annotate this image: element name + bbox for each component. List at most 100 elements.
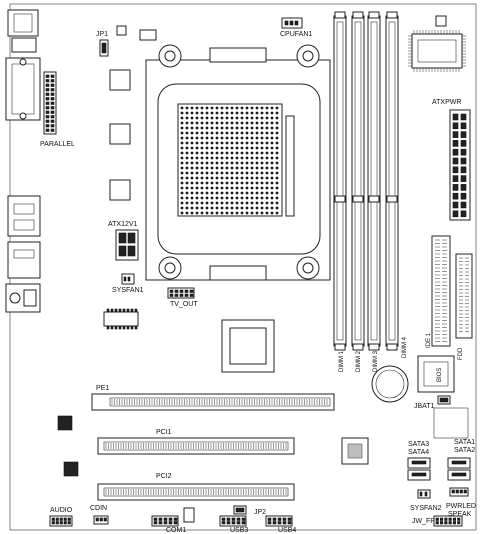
socket-pin [210,146,214,150]
usb3-pin [221,517,226,521]
socket-pin [195,161,199,165]
parallel-header-pin [45,74,50,78]
parallel-header-pin [45,110,50,114]
socket-pin [205,196,209,200]
audio-pin [51,521,55,525]
socket-pin [205,181,209,185]
square-component [109,69,131,91]
socket-pin [260,156,264,160]
dimm-slot-4 [385,15,399,347]
socket-pin [225,121,229,125]
atx-power-pin [452,166,459,174]
jwfp-pin [444,521,448,525]
socket-pin [235,111,239,115]
socket-pin [205,206,209,210]
socket-pin [190,111,194,115]
socket-pin [240,106,244,110]
parallel-header-pin [50,97,55,101]
atx-power-pin [460,148,467,156]
com1-pin [158,517,163,521]
usb3-label: USB3 [230,527,248,534]
socket-pin [185,166,189,170]
socket-pin [180,131,184,135]
socket-pin [190,161,194,165]
socket-pin [265,141,269,145]
socket-pin [180,191,184,195]
socket-pin [190,181,194,185]
socket-pin [260,151,264,155]
socket-pin [270,176,274,180]
socket-pin [250,196,254,200]
socket-pin [205,116,209,120]
socket-pin [210,116,214,120]
socket-pin [200,186,204,190]
dimm-latch [334,11,346,19]
socket-pin [245,161,249,165]
socket-pin [230,141,234,145]
sata3-label: SATA3 [408,441,429,448]
socket-pin [210,186,214,190]
sata-pin [411,472,427,477]
usb4-pin [287,521,292,525]
socket-pin [230,206,234,210]
socket-pin [190,121,194,125]
socket-pin [220,121,224,125]
parallel-port-screw [19,58,27,66]
socket-pin [225,211,229,215]
usb4-pin [272,521,277,525]
parallel-header-pin [45,101,50,105]
dimm-latch [386,11,398,19]
socket-pin [210,111,214,115]
socket-pin [200,206,204,210]
socket-pin [195,111,199,115]
socket-pin [265,151,269,155]
socket-pin [245,111,249,115]
socket-pin [260,186,264,190]
socket-pin [225,111,229,115]
socket-pin [245,201,249,205]
speak-label: SPEAK [448,511,472,518]
socket-pin [195,106,199,110]
socket-pin [180,176,184,180]
socket-pin [255,176,259,180]
sata1-label: SATA1 [454,439,475,446]
socket-pin [180,206,184,210]
socket-pin [205,171,209,175]
socket-pin [185,106,189,110]
socket-pin [180,186,184,190]
com1-pin [163,521,168,525]
atx-power-pin [460,157,467,165]
socket-pin [190,206,194,210]
socket-pin [265,146,269,150]
socket-pin [275,126,279,130]
socket-pin [200,121,204,125]
com1-pin [163,517,168,521]
pcie-slot-pe1 [91,393,335,411]
socket-pin [225,176,229,180]
socket-pin [260,181,264,185]
socket-pin [255,191,259,195]
usb-stack-inner [13,249,35,259]
socket-pin [260,176,264,180]
com1-pin [168,521,173,525]
socket-pin [185,156,189,160]
socket-pin [215,126,219,130]
socket-pin [255,201,259,205]
usb3-pin [236,517,241,521]
socket-pin [180,171,184,175]
pci-slot-1-inner [103,441,289,451]
socket-pin [215,131,219,135]
socket-pin [240,206,244,210]
socket-pin [265,131,269,135]
socket-pin [225,156,229,160]
dimm-contact-channel [388,21,396,341]
com1-header [151,515,179,527]
socket-pin [185,176,189,180]
socket-pin [205,156,209,160]
dimm-slot-2 [351,15,365,347]
socket-pin [230,166,234,170]
socket-pin [225,131,229,135]
atx12v-pin [127,232,136,244]
jwfp-pin [452,517,457,521]
socket-pin [215,151,219,155]
